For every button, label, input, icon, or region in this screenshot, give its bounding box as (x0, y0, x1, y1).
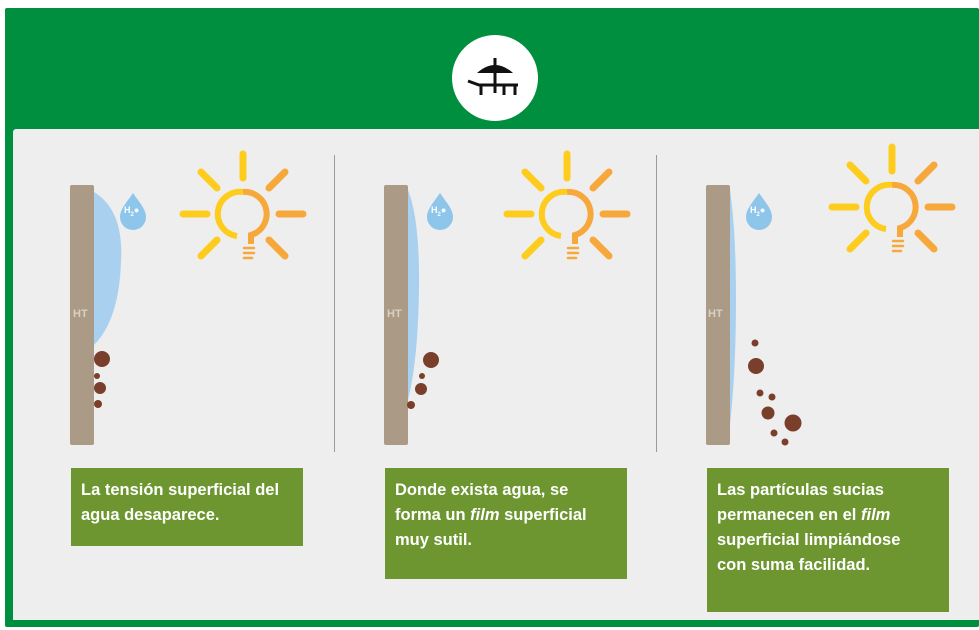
wall-3 (706, 185, 730, 445)
divider-2 (656, 155, 657, 452)
drop-label-2: H2● (431, 205, 447, 218)
wall-2 (384, 185, 408, 445)
caption-2-line-3: muy sutil. (395, 531, 473, 549)
caption-1: La tensión superficial del agua desapare… (71, 468, 303, 546)
caption-1-line-2: agua desaparece. (81, 506, 220, 524)
caption-2-line-1: Donde exista agua, se (395, 481, 569, 499)
dirt-particles-2 (407, 352, 439, 409)
water-film-2 (408, 190, 420, 400)
sun-bulb-icon-3 (832, 147, 952, 251)
caption-3-line-1: Las partículas sucias (717, 481, 884, 499)
caption-2: Donde exista agua, se forma un film supe… (385, 468, 627, 579)
caption-3-line-4: con suma facilidad. (717, 556, 871, 574)
wall-label-3: HT (708, 308, 723, 320)
dirt-particles-3 (748, 339, 802, 446)
wall-1 (70, 185, 94, 445)
drop-label-1: H2● (124, 205, 140, 218)
dirt-particles-1 (94, 351, 110, 408)
water-film-1 (94, 192, 122, 345)
wall-label-2: HT (387, 308, 402, 320)
beach-chair-umbrella-icon (452, 35, 538, 121)
caption-1-line-1: La tensión superficial del (81, 481, 280, 499)
caption-3-line-3: superficial limpiándose (717, 531, 901, 549)
water-film-3 (730, 190, 736, 425)
caption-3-line-2: permanecen en el film (717, 506, 891, 524)
sun-bulb-icon-1 (183, 154, 303, 258)
divider-1 (334, 155, 335, 452)
wall-label-1: HT (73, 308, 88, 320)
stage-1-illustration (70, 154, 303, 445)
stage-2-illustration (384, 154, 627, 445)
caption-3: Las partículas sucias permanecen en el f… (707, 468, 949, 612)
stage-3-illustration (706, 147, 952, 446)
sun-bulb-icon-2 (507, 154, 627, 258)
caption-2-line-2: forma un film superficial (395, 506, 587, 524)
drop-label-3: H2● (750, 205, 766, 218)
